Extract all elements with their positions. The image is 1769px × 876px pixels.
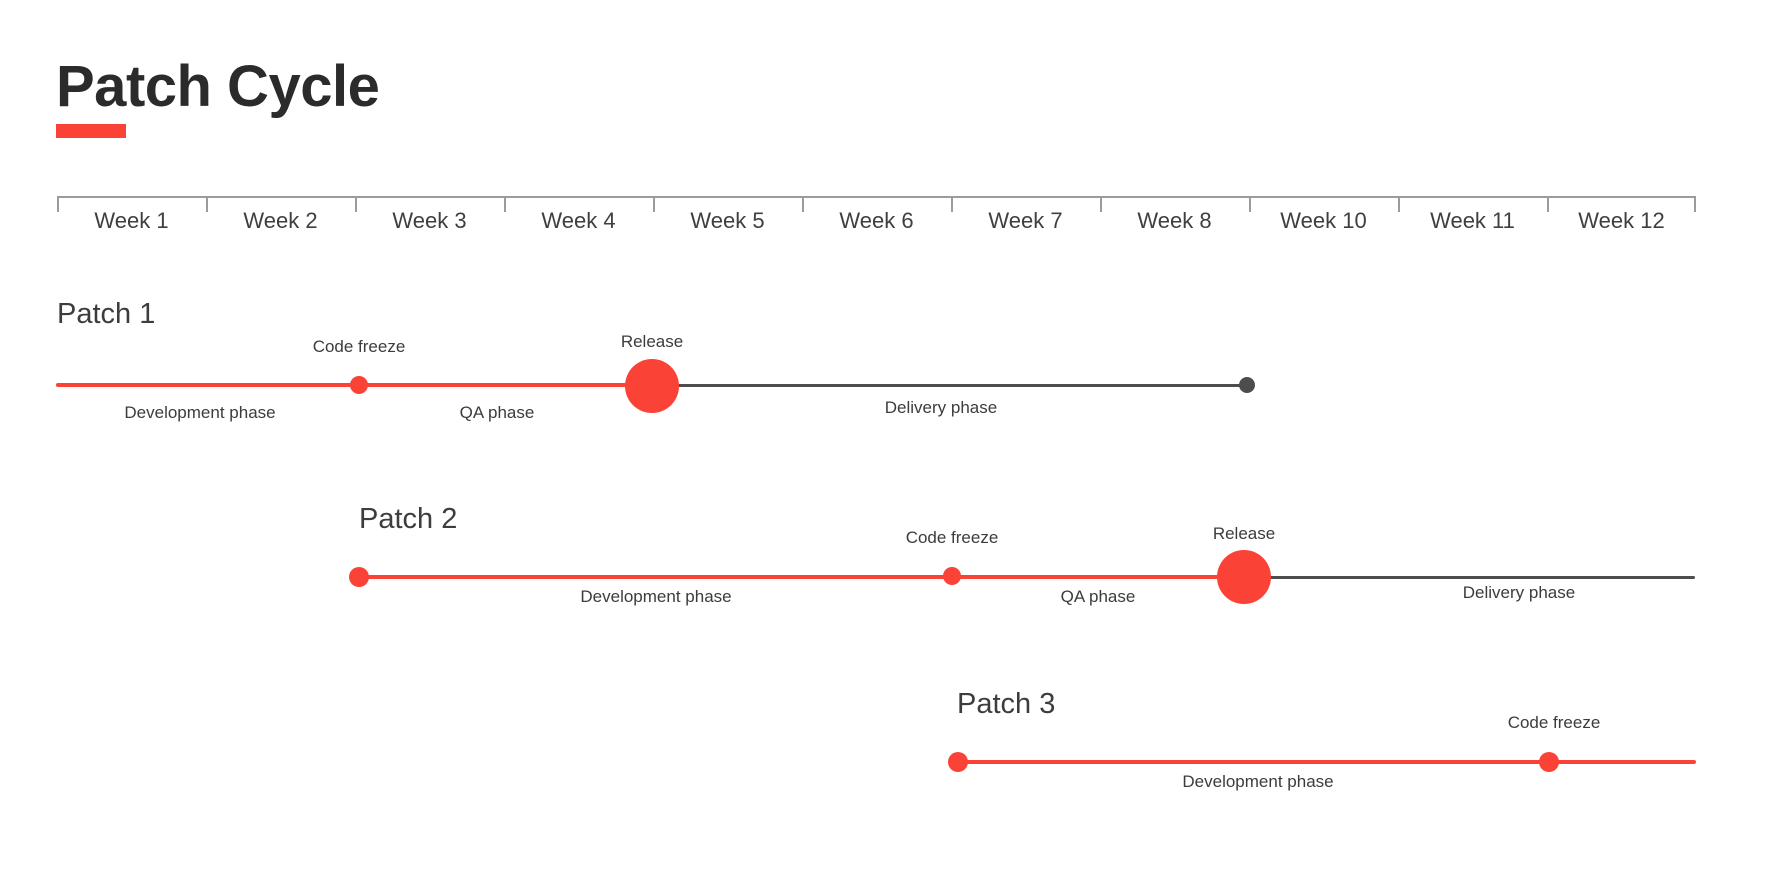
week-cell-3: Week 3 xyxy=(355,198,504,244)
start-marker xyxy=(948,752,968,772)
week-header: Week 1 Week 2 Week 3 Week 4 Week 5 Week … xyxy=(57,196,1696,244)
title-accent-bar xyxy=(56,124,126,138)
delivery-end-marker xyxy=(1239,377,1255,393)
code-freeze-label: Code freeze xyxy=(312,337,406,356)
page-title: Patch Cycle xyxy=(56,53,380,119)
patch2-active-phase-line xyxy=(359,575,1244,579)
week-cell-1: Week 1 xyxy=(57,198,206,244)
patch3-active-phase-line xyxy=(958,760,1696,764)
week-label: Week 5 xyxy=(690,208,765,233)
code-freeze-marker xyxy=(1539,752,1559,772)
development-phase-label: Development phase xyxy=(580,587,732,606)
delivery-phase-label: Delivery phase xyxy=(884,398,998,417)
week-label: Week 6 xyxy=(839,208,914,233)
week-label: Week 10 xyxy=(1280,208,1367,233)
patch-title: Patch 3 xyxy=(957,688,1056,720)
qa-phase-label: QA phase xyxy=(1060,587,1136,606)
week-label: Week 8 xyxy=(1137,208,1212,233)
week-cell-12: Week 12 xyxy=(1547,198,1696,244)
code-freeze-label: Code freeze xyxy=(1507,713,1601,732)
week-label: Week 7 xyxy=(988,208,1063,233)
patch-title: Patch 2 xyxy=(359,503,458,535)
code-freeze-marker xyxy=(943,567,961,585)
qa-phase-label: QA phase xyxy=(459,403,535,422)
delivery-phase-label: Delivery phase xyxy=(1462,583,1576,602)
development-phase-label: Development phase xyxy=(1182,772,1334,791)
start-marker xyxy=(349,567,369,587)
release-marker xyxy=(1217,550,1271,604)
week-label: Week 12 xyxy=(1578,208,1665,233)
code-freeze-marker xyxy=(350,376,368,394)
patch-title: Patch 1 xyxy=(57,298,156,330)
week-cell-2: Week 2 xyxy=(206,198,355,244)
week-cell-10: Week 10 xyxy=(1249,198,1398,244)
week-label: Week 11 xyxy=(1430,208,1515,233)
release-label: Release xyxy=(1212,524,1276,543)
patch1-delivery-phase-line xyxy=(652,384,1248,387)
code-freeze-label: Code freeze xyxy=(905,528,999,547)
development-phase-label: Development phase xyxy=(124,403,276,422)
week-label: Week 3 xyxy=(392,208,467,233)
release-label: Release xyxy=(620,332,684,351)
week-cell-6: Week 6 xyxy=(802,198,951,244)
week-cell-8: Week 8 xyxy=(1100,198,1249,244)
week-label: Week 4 xyxy=(541,208,616,233)
week-cell-7: Week 7 xyxy=(951,198,1100,244)
patch2-delivery-phase-line xyxy=(1244,576,1695,579)
release-marker xyxy=(625,359,679,413)
week-label: Week 2 xyxy=(243,208,318,233)
week-cell-11: Week 11 xyxy=(1398,198,1547,244)
week-label: Week 1 xyxy=(94,208,169,233)
week-cell-5: Week 5 xyxy=(653,198,802,244)
week-cell-4: Week 4 xyxy=(504,198,653,244)
